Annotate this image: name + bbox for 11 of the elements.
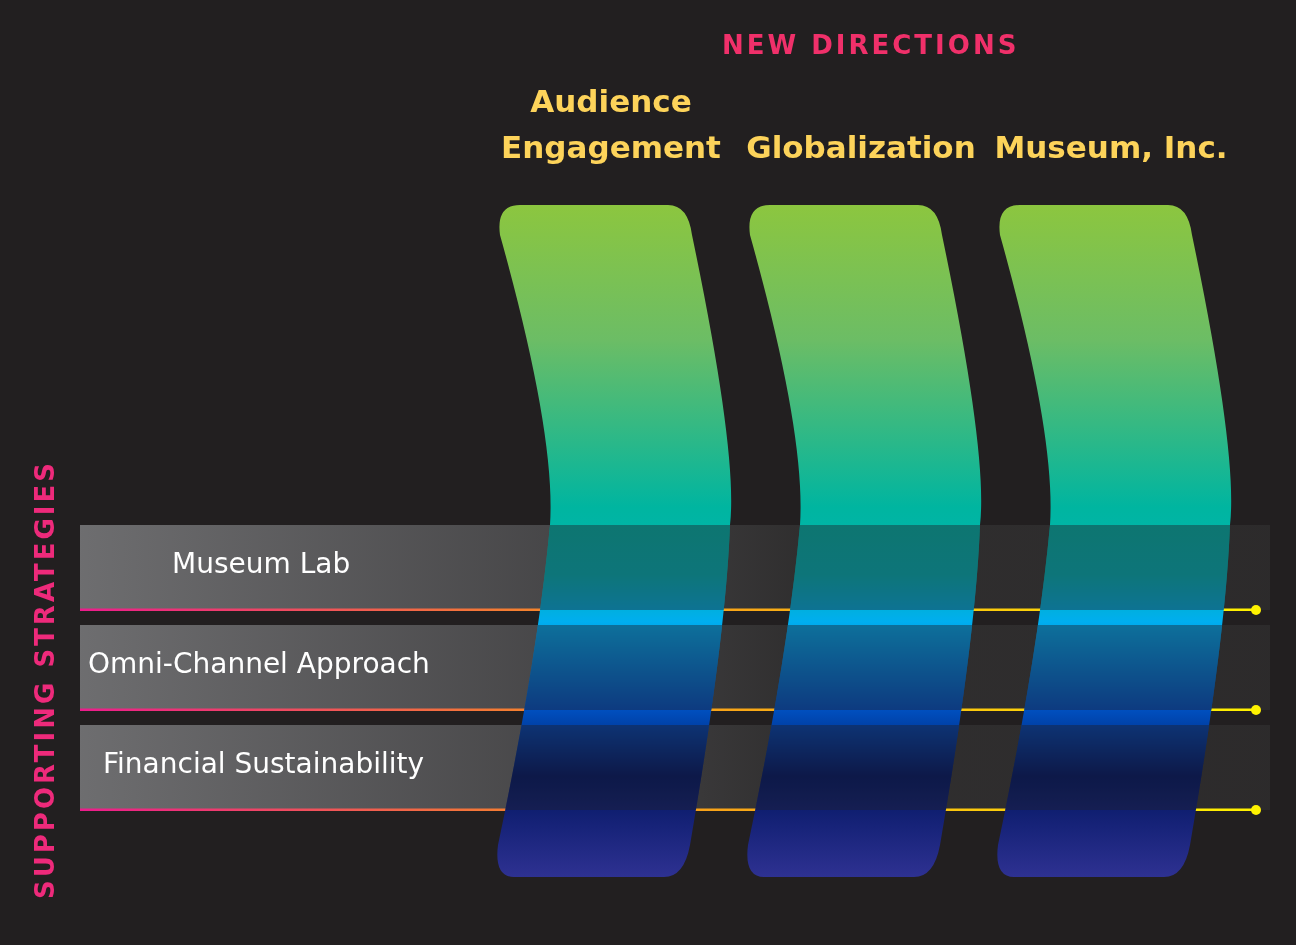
column-heading: Globalization	[745, 128, 977, 167]
strategy-bar	[80, 525, 1270, 610]
strategy-bar	[80, 625, 1270, 710]
column-heading: Audience Engagement	[500, 82, 722, 167]
strategy-label: Museum Lab	[172, 547, 351, 580]
strategy-label: Omni-Channel Approach	[88, 647, 430, 680]
section-heading: SUPPORTING STRATEGIES	[30, 460, 60, 900]
strategy-bar	[80, 725, 1270, 810]
section-heading: NEW DIRECTIONS	[722, 30, 1020, 60]
column-heading: Museum, Inc.	[993, 128, 1229, 167]
strategy-label: Financial Sustainability	[103, 747, 425, 780]
